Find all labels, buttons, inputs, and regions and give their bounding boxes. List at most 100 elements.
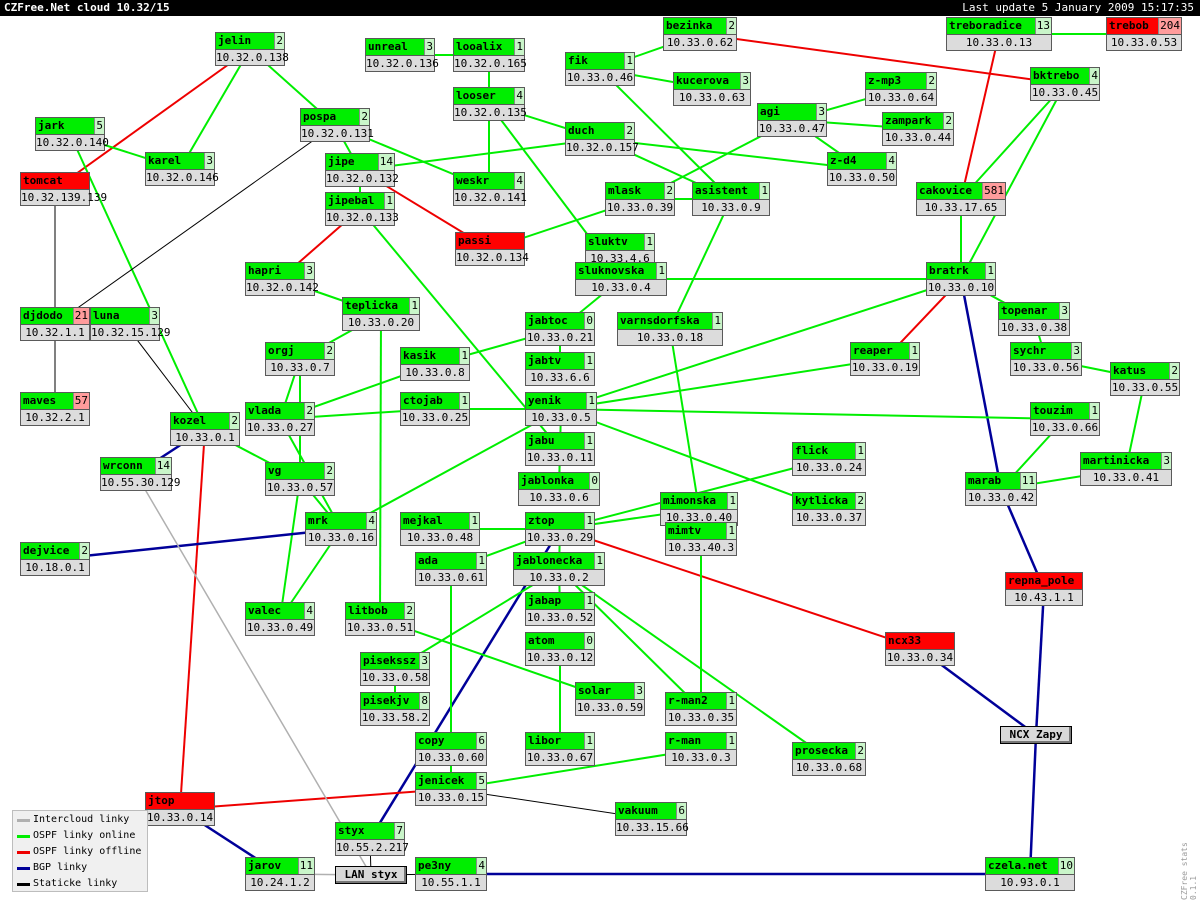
node-name-text: ada <box>418 554 438 567</box>
node-name-text: kasik <box>403 349 437 362</box>
node-count: 2 <box>404 603 414 619</box>
node-count: 1 <box>584 353 594 369</box>
node-name-text: varnsdorfska <box>620 314 700 327</box>
node-name: ncx33 <box>885 632 955 649</box>
link-luna-kozel <box>124 323 206 430</box>
node-ip: 10.33.0.53 <box>1106 34 1182 51</box>
node-count: 7 <box>394 823 404 839</box>
node-ip: 10.33.0.68 <box>792 759 866 776</box>
node-name-text: reaper <box>853 344 893 357</box>
node-name-text: yenik <box>528 394 562 407</box>
node-name-text: mlask <box>608 184 642 197</box>
node-count: 2 <box>229 413 239 429</box>
node-name-text: jabap <box>528 594 562 607</box>
node-name: tomcat <box>20 172 90 189</box>
node-name-text: litbob <box>348 604 388 617</box>
node-ip: 10.33.0.6 <box>518 489 600 506</box>
node-count: 2 <box>324 343 334 359</box>
node-ip: 10.33.0.40 <box>660 509 738 526</box>
node-name-text: valec <box>248 604 282 617</box>
node-count: 6 <box>476 733 486 749</box>
node-ip: 10.93.0.1 <box>985 874 1075 891</box>
link-fik-asistent <box>599 68 732 200</box>
node-count: 1 <box>726 523 736 539</box>
node-name-text: jelin <box>218 34 252 47</box>
node-name-text: z-mp3 <box>868 74 902 87</box>
node-name-text: mejkal <box>403 514 443 527</box>
node-count: 3 <box>424 39 434 55</box>
node-name-text: mrk <box>308 514 328 527</box>
link-jelin-tomcat <box>54 48 251 190</box>
link-duch-zd4 <box>599 138 863 170</box>
node-name-text: katus <box>1113 364 1147 377</box>
node-count: 3 <box>149 308 159 324</box>
box-lanstyx: LAN styx <box>335 866 407 884</box>
legend-swatch-icon <box>17 819 30 822</box>
node-ip: 10.33.0.14 <box>145 809 215 826</box>
node-count: 2 <box>664 183 674 199</box>
node-name-text: libor <box>528 734 562 747</box>
node-ip: 10.33.6.6 <box>525 369 595 386</box>
node-name-text: ztop <box>528 514 555 527</box>
node-name-text: czela.net <box>988 859 1048 872</box>
node-ip: 10.32.0.136 <box>365 55 439 72</box>
node-ip: 10.33.0.8 <box>400 364 470 381</box>
node-ip: 10.33.0.20 <box>342 314 420 331</box>
node-count: 2 <box>926 73 936 89</box>
node-count: 3 <box>1059 303 1069 319</box>
node-ip: 10.33.0.39 <box>605 199 675 216</box>
link-kozel-jtop <box>179 428 206 810</box>
legend: Intercloud linky OSPF linky online OSPF … <box>12 810 148 892</box>
node-ip: 10.33.0.51 <box>345 619 415 636</box>
node-name-text: passi <box>458 234 492 247</box>
node-ip: 10.33.0.3 <box>665 749 737 766</box>
legend-item-bgp: BGP linky <box>13 860 147 875</box>
legend-swatch-icon <box>17 867 30 870</box>
node-ip: 10.33.0.24 <box>792 459 866 476</box>
link-jablonecka-prosecka <box>558 568 830 760</box>
node-ip: 10.32.1.1 <box>20 324 90 341</box>
node-ip: 10.33.0.5 <box>525 409 597 426</box>
node-name-text: prosecka <box>795 744 848 757</box>
node-ip: 10.33.0.21 <box>525 329 595 346</box>
node-count: 3 <box>740 73 750 89</box>
node-name-text: jipe <box>328 155 355 168</box>
node-name-text: ncx33 <box>888 634 922 647</box>
node-count: 4 <box>304 603 314 619</box>
node-count: 13 <box>1034 18 1051 34</box>
last-update: Last update 5 January 2009 15:17:35 <box>962 1 1194 14</box>
node-name-text: karel <box>148 154 182 167</box>
legend-swatch-icon <box>17 851 30 854</box>
node-name-text: agi <box>760 105 780 118</box>
node-name-text: repna_pole <box>1008 574 1075 587</box>
